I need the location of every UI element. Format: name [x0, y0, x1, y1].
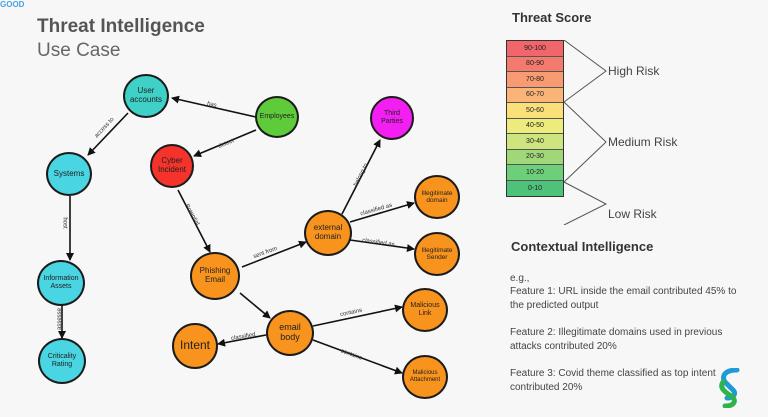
edge-label-assesse: assesse: [57, 307, 64, 331]
contextual-eg: e.g.,: [510, 273, 530, 284]
edge-phishing-to-body: [239, 292, 271, 319]
score-band: 50-60: [507, 103, 563, 119]
contextual-feature-3: Feature 3: Covid theme classified as top…: [510, 368, 716, 393]
edge-classified: [217, 334, 267, 347]
bank-logo-icon: [719, 368, 740, 408]
score-band: 30-40: [507, 134, 563, 150]
node-third-parties[interactable]: Third Parties: [370, 96, 414, 140]
node-phishing-email[interactable]: Phishing Email: [190, 252, 240, 300]
node-criticality-rating[interactable]: Criticality Rating: [38, 338, 86, 384]
edge-contains-2: [312, 339, 403, 375]
node-user-accounts[interactable]: User accounts: [123, 74, 169, 118]
edge-potential: [177, 189, 211, 253]
node-information-assets[interactable]: Information Assets: [37, 260, 85, 306]
page-subtitle: Use Case: [37, 40, 121, 61]
medium-risk-label: Medium Risk: [608, 135, 678, 149]
threat-score-title: Threat Score: [512, 10, 592, 25]
node-cyber-incident[interactable]: Cyber Incident: [150, 144, 194, 188]
node-external-domain[interactable]: external domain: [304, 210, 352, 256]
score-band: 90-100: [507, 41, 563, 57]
contextual-intelligence-title: Contextual Intelligence: [511, 239, 654, 254]
edge-access-to: [87, 112, 129, 156]
high-risk-label: High Risk: [608, 64, 660, 78]
risk-brackets: [563, 40, 608, 225]
contextual-feature-2: Feature 2: Illegitimate domains used in …: [510, 327, 723, 352]
node-employees[interactable]: Employees: [255, 96, 299, 138]
edge-label-host: host: [61, 217, 68, 229]
top-mark: GOOD: [0, 0, 25, 9]
contextual-feature-1: Feature 1: URL inside the email contribu…: [510, 286, 737, 311]
low-risk-label: Low Risk: [608, 207, 657, 221]
node-malicious-link[interactable]: Malicious Link: [402, 288, 448, 332]
score-band: 70-80: [507, 72, 563, 88]
node-intent[interactable]: Intent: [172, 323, 218, 369]
edge-sent-from: [241, 240, 307, 268]
score-band: 60-70: [507, 87, 563, 103]
edge-contains-1: [312, 304, 403, 327]
score-band: 0-10: [507, 180, 563, 196]
score-band: 40-50: [507, 118, 563, 134]
edge-has: [171, 95, 257, 118]
graph-edges: [58, 95, 415, 375]
edge-detect: [193, 129, 257, 157]
score-band: 20-30: [507, 149, 563, 165]
edge-classified-as-2: [349, 239, 415, 252]
node-email-body[interactable]: email body: [266, 310, 314, 356]
edge-belong-to: [341, 139, 381, 215]
node-illegitimate-domain[interactable]: Illegitimate domain: [414, 175, 460, 219]
score-band: 80-90: [507, 56, 563, 72]
edge-classified-as-1: [349, 201, 415, 223]
page-title: Threat Intelligence: [37, 16, 205, 37]
node-systems[interactable]: Systems: [46, 152, 92, 196]
score-band: 10-20: [507, 165, 563, 181]
node-illegitimate-sender[interactable]: Illegitimate Sender: [414, 232, 460, 276]
node-malicious-attachment[interactable]: Malicious Attachment: [402, 355, 448, 399]
